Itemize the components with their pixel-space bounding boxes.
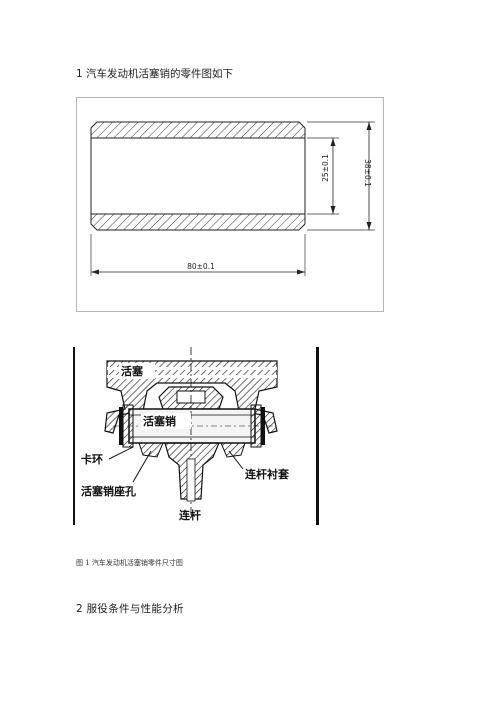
frame-right-bar (316, 347, 319, 525)
assembly-figure: 活塞 活塞销 卡环 活塞销座孔 连杆衬套 连杆 (73, 347, 321, 525)
dim-outer-label: 38±0.1 (363, 159, 372, 187)
assembly-svg: 活塞 活塞销 卡环 活塞销座孔 连杆衬套 连杆 (73, 347, 319, 525)
label-connecting-rod: 连杆 (179, 508, 201, 522)
pin-bottom-wall (90, 213, 306, 231)
figure-caption: 图 1 汽车发动机活塞销零件尺寸图 (76, 559, 183, 567)
frame-left-bar (73, 347, 75, 525)
label-clip: 卡环 (81, 452, 103, 466)
dim-inner-label: 25±0.1 (321, 154, 330, 182)
part-drawing-svg: 80±0.1 25±0.1 38±0.1 (90, 121, 375, 276)
clip-left (119, 407, 123, 445)
section-1-heading: 1 汽车发动机活塞销的零件图如下 (76, 68, 234, 80)
dim-length-label: 80±0.1 (187, 262, 215, 271)
pin-top-wall (90, 121, 306, 139)
label-piston: 活塞 (121, 364, 144, 378)
part-drawing-figure: 80±0.1 25±0.1 38±0.1 (76, 97, 384, 312)
label-bushing: 连杆衬套 (245, 467, 290, 481)
label-piston-pin: 活塞销 (143, 414, 176, 428)
label-pin-seat: 活塞销座孔 (81, 484, 136, 498)
section-2-heading: 2 服役条件与性能分析 (76, 603, 184, 615)
